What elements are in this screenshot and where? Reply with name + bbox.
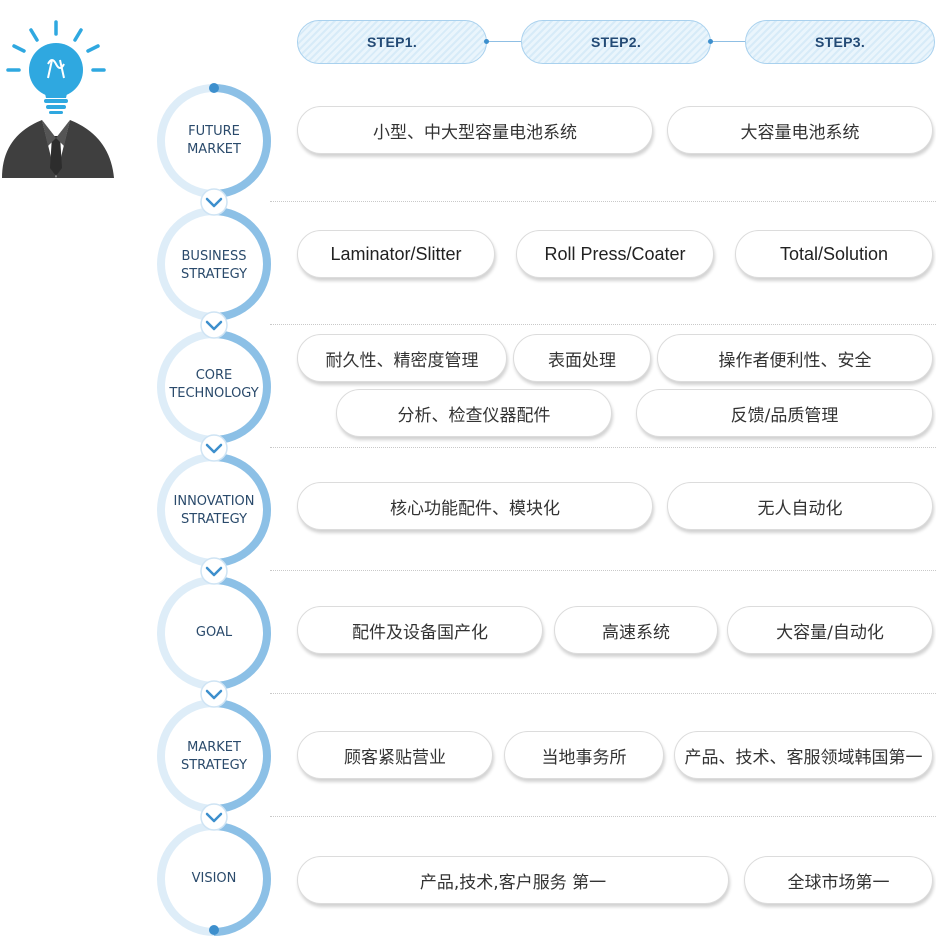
item-pill: 当地事务所 bbox=[504, 731, 664, 779]
step-connector bbox=[487, 41, 521, 42]
stage-ring bbox=[157, 207, 271, 321]
item-pill: 产品、技术、客服领域韩国第一 bbox=[674, 731, 933, 779]
spine-end-dot bbox=[209, 925, 219, 935]
step-2-badge: STEP2. bbox=[521, 20, 711, 64]
item-pill: 核心功能配件、模块化 bbox=[297, 482, 653, 530]
lightbulb-businessman-icon bbox=[2, 20, 114, 178]
item-pill: 顾客紧贴营业 bbox=[297, 731, 493, 779]
item-pill: 大容量/自动化 bbox=[727, 606, 933, 654]
row-divider bbox=[270, 201, 936, 202]
item-pill: 表面处理 bbox=[513, 334, 651, 382]
item-pill: 无人自动化 bbox=[667, 482, 933, 530]
item-pill: 反馈/品质管理 bbox=[636, 389, 933, 437]
chevron-down-icon bbox=[200, 557, 228, 585]
item-pill: 操作者便利性、安全 bbox=[657, 334, 933, 382]
item-pill: 配件及设备国产化 bbox=[297, 606, 543, 654]
item-pill: 大容量电池系统 bbox=[667, 106, 933, 154]
chevron-down-icon bbox=[200, 311, 228, 339]
item-pill: Total/Solution bbox=[735, 230, 933, 278]
step-3-badge: STEP3. bbox=[745, 20, 935, 64]
row-divider bbox=[270, 447, 936, 448]
item-pill: Laminator/Slitter bbox=[297, 230, 495, 278]
strategy-spine bbox=[157, 83, 271, 936]
chevron-down-icon bbox=[200, 803, 228, 831]
chevron-down-icon bbox=[200, 188, 228, 216]
stage-label-vision: VISION bbox=[191, 871, 237, 886]
step-connector-dot bbox=[484, 39, 489, 44]
item-pill: 产品,技术,客户服务 第一 bbox=[297, 856, 729, 904]
row-divider bbox=[270, 570, 936, 571]
item-pill: 耐久性、精密度管理 bbox=[297, 334, 507, 382]
step-connector-dot bbox=[708, 39, 713, 44]
row-divider bbox=[270, 324, 936, 325]
item-pill: 全球市场第一 bbox=[744, 856, 933, 904]
row-divider bbox=[270, 693, 936, 694]
spine-start-dot bbox=[209, 83, 219, 93]
chevron-down-icon bbox=[200, 434, 228, 462]
row-divider bbox=[270, 816, 936, 817]
item-pill: 高速系统 bbox=[554, 606, 718, 654]
item-pill: 小型、中大型容量电池系统 bbox=[297, 106, 653, 154]
step-1-badge: STEP1. bbox=[297, 20, 487, 64]
stage-label-goal: GOAL bbox=[195, 625, 233, 640]
stage-ring bbox=[157, 822, 271, 936]
item-pill: Roll Press/Coater bbox=[516, 230, 714, 278]
step-connector bbox=[711, 41, 745, 42]
chevron-down-icon bbox=[200, 680, 228, 708]
item-pill: 分析、检查仪器配件 bbox=[336, 389, 612, 437]
